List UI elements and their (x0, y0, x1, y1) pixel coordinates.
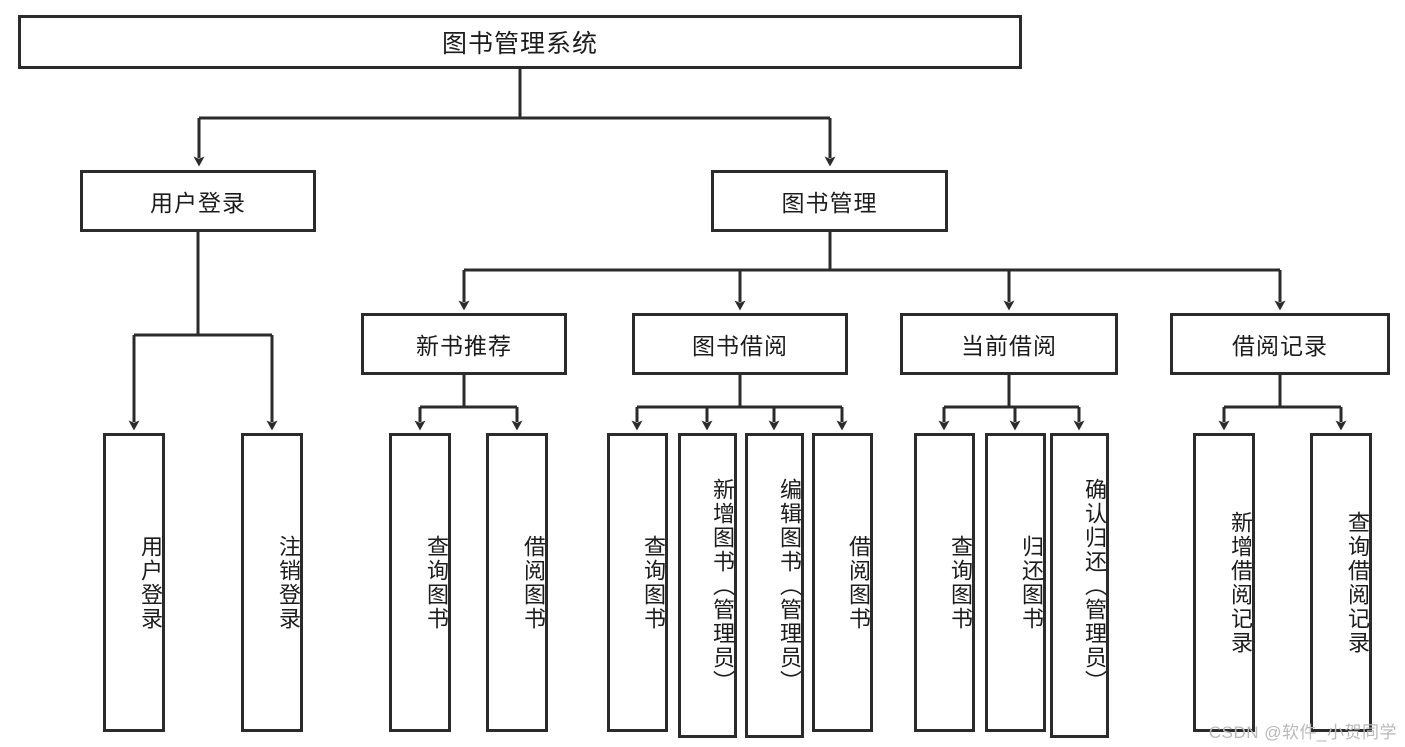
watermark: CSDN @软件_小贺同学 (1208, 723, 1397, 742)
node-leaf-query-book-borrow[interactable]: 查询图书 (607, 433, 668, 732)
node-book-borrow[interactable]: 图书借阅 (632, 313, 848, 375)
node-leaf-borrow-book-label: 借阅图书 (846, 534, 871, 631)
node-user-login-label: 用户登录 (150, 190, 246, 216)
node-leaf-query-borrow-record[interactable]: 查询借阅记录 (1310, 433, 1372, 732)
node-leaf-query-book-current[interactable]: 查询图书 (914, 433, 975, 732)
node-leaf-query-borrow-record-label: 查询借阅记录 (1345, 510, 1370, 655)
node-current-borrow-label: 当前借阅 (961, 333, 1057, 359)
node-leaf-edit-book[interactable]: 编辑图书（管理员） (745, 433, 804, 738)
node-root-label: 图书管理系统 (441, 30, 598, 58)
node-leaf-user-login[interactable]: 用户登录 (103, 433, 165, 732)
node-root[interactable]: 图书管理系统 (18, 15, 1022, 69)
node-leaf-borrow-book[interactable]: 借阅图书 (812, 433, 873, 732)
node-leaf-confirm-return-label: 确认归还（管理员） (1082, 477, 1107, 694)
node-book-management-label: 图书管理 (781, 190, 878, 216)
node-book-borrow-label: 图书借阅 (692, 333, 788, 359)
node-leaf-add-book-label: 新增图书（管理员） (710, 477, 735, 694)
node-leaf-logout[interactable]: 注销登录 (241, 433, 303, 732)
node-leaf-edit-book-label: 编辑图书（管理员） (777, 477, 802, 694)
node-current-borrow[interactable]: 当前借阅 (900, 313, 1118, 375)
node-book-management[interactable]: 图书管理 (711, 170, 948, 232)
node-leaf-query-book-current-label: 查询图书 (948, 534, 973, 631)
node-new-book-recommend[interactable]: 新书推荐 (361, 313, 567, 375)
node-user-login[interactable]: 用户登录 (80, 170, 316, 232)
node-leaf-query-book-recommend[interactable]: 查询图书 (389, 433, 451, 732)
node-leaf-query-book-borrow-label: 查询图书 (641, 534, 666, 631)
node-leaf-user-login-label: 用户登录 (138, 534, 163, 631)
node-leaf-add-borrow-record[interactable]: 新增借阅记录 (1193, 433, 1255, 732)
node-borrow-record-label: 借阅记录 (1232, 333, 1328, 359)
node-leaf-borrow-book-recommend-label: 借阅图书 (521, 534, 546, 631)
node-leaf-confirm-return[interactable]: 确认归还（管理员） (1050, 433, 1109, 738)
node-leaf-borrow-book-recommend[interactable]: 借阅图书 (486, 433, 548, 732)
node-new-book-recommend-label: 新书推荐 (416, 333, 512, 359)
node-leaf-add-borrow-record-label: 新增借阅记录 (1228, 510, 1253, 655)
node-leaf-query-book-recommend-label: 查询图书 (424, 534, 449, 631)
node-leaf-return-book-label: 归还图书 (1019, 534, 1044, 631)
node-borrow-record[interactable]: 借阅记录 (1170, 313, 1390, 375)
node-leaf-return-book[interactable]: 归还图书 (985, 433, 1046, 732)
node-leaf-logout-label: 注销登录 (276, 534, 301, 631)
node-leaf-add-book[interactable]: 新增图书（管理员） (678, 433, 737, 738)
